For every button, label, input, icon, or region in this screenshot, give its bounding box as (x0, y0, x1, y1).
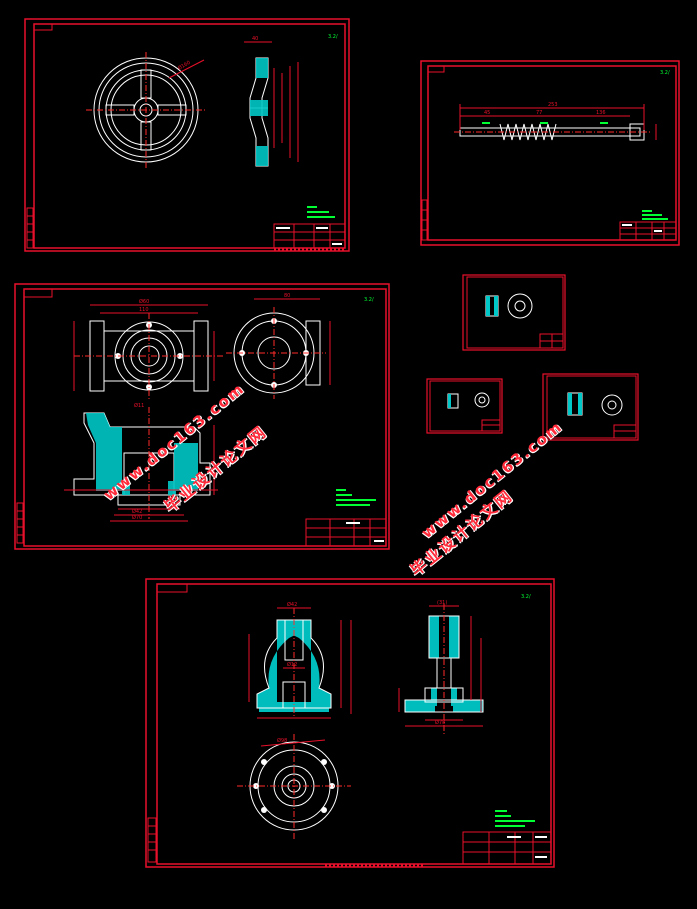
svg-text:Ø12: Ø12 (287, 661, 297, 668)
svg-text:Ø78: Ø78 (435, 719, 445, 726)
svg-text:136: 136 (596, 110, 606, 116)
drawing-sheet-handwheel: Ø160 40 3.2/ (24, 18, 350, 252)
roughness-symbol: 3.2/ (328, 34, 338, 40)
drawing-sheet-small-3 (542, 373, 639, 441)
roughness-symbol: 3.2/ (521, 594, 531, 600)
drawing-sheet-small-2 (426, 378, 503, 434)
svg-text:(31): (31) (437, 600, 447, 606)
watermark-url-2: www.doc163.com (418, 417, 567, 542)
svg-text:Ø42: Ø42 (132, 508, 142, 515)
svg-text:Ø11: Ø11 (134, 402, 144, 409)
svg-text:110: 110 (139, 307, 149, 313)
drawing-sheet-shaft: 253 45 77 136 3.2/ (420, 60, 680, 246)
roughness-symbol: 3.2/ (364, 297, 374, 303)
svg-text:40: 40 (252, 36, 258, 42)
svg-text:45: 45 (484, 110, 490, 116)
svg-text:80: 80 (284, 293, 290, 299)
roughness-symbol: 3.2/ (660, 70, 670, 76)
svg-text:Ø60: Ø60 (139, 298, 149, 305)
svg-text:Ø70: Ø70 (132, 514, 142, 521)
svg-text:Ø42: Ø42 (287, 601, 297, 608)
svg-text:77: 77 (536, 110, 542, 116)
svg-text:Ø98: Ø98 (277, 737, 287, 744)
drawing-sheet-small-1 (462, 274, 566, 351)
svg-text:253: 253 (548, 102, 558, 108)
